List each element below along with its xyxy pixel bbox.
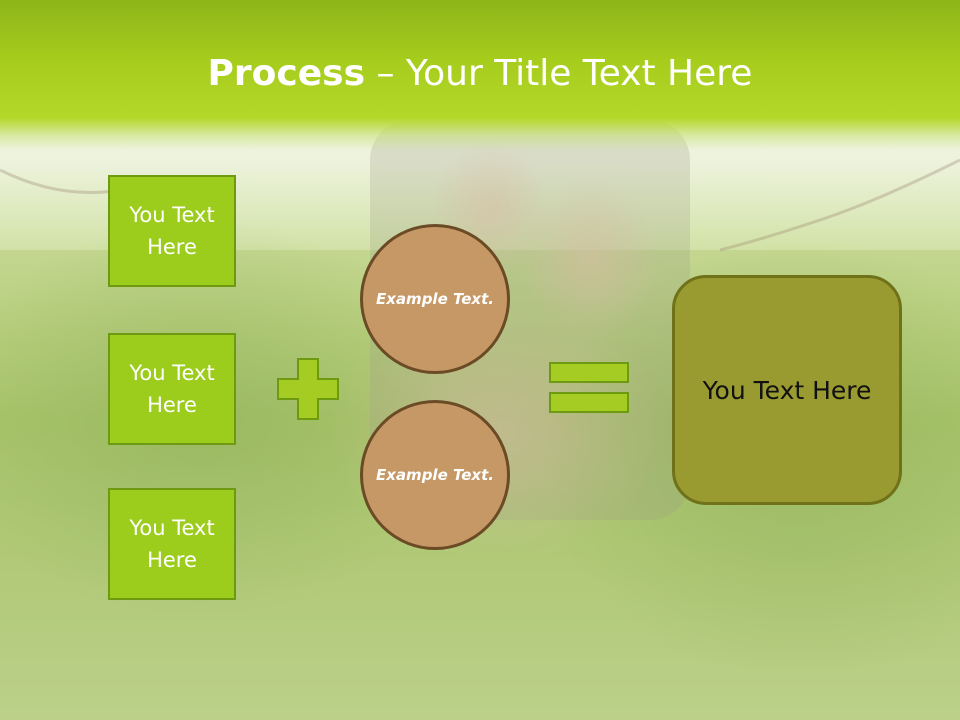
title-bold: Process	[207, 53, 366, 94]
result-box: You Text Here	[672, 275, 902, 505]
text-box-3: You Text Here	[108, 488, 236, 600]
text-box-2: You Text Here	[108, 333, 236, 445]
example-circle-1: Example Text.	[360, 224, 510, 374]
equals-icon	[549, 362, 629, 413]
plus-icon	[277, 358, 339, 420]
slide-title: Process – Your Title Text Here	[0, 52, 960, 96]
header-band	[0, 0, 960, 150]
text-box-1: You Text Here	[108, 175, 236, 287]
title-rest: – Your Title Text Here	[365, 53, 753, 94]
example-circle-2: Example Text.	[360, 400, 510, 550]
